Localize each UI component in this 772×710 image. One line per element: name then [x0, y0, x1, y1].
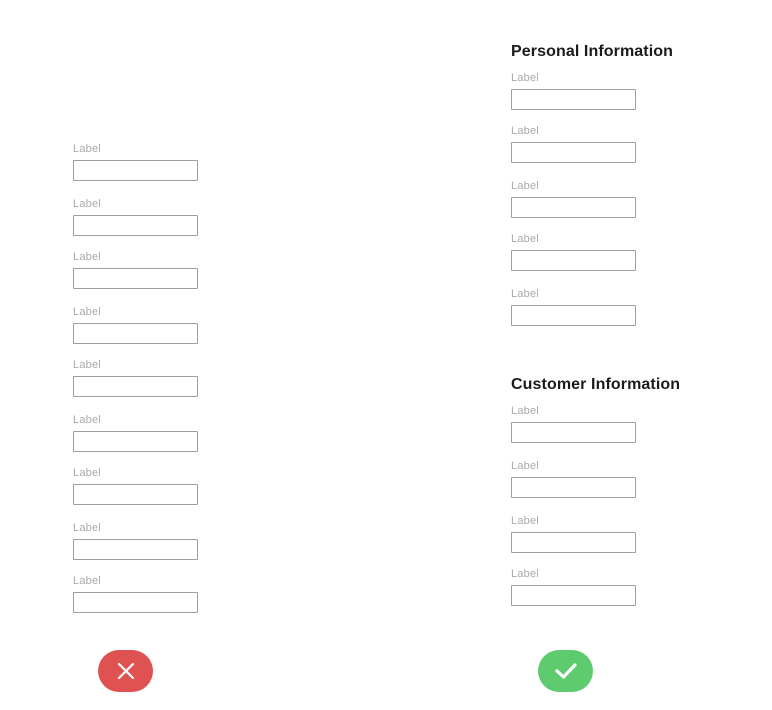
form-field: Label — [73, 575, 198, 630]
field-label: Label — [511, 405, 539, 417]
text-input[interactable] — [511, 142, 636, 163]
field-label: Label — [73, 143, 101, 155]
text-input[interactable] — [73, 160, 198, 181]
field-label: Label — [511, 233, 539, 245]
text-input[interactable] — [73, 376, 198, 397]
text-input[interactable] — [73, 539, 198, 560]
field-label: Label — [511, 460, 539, 472]
form-field: Label — [511, 180, 680, 233]
form-field: Label — [511, 288, 680, 341]
form-field: Label — [511, 125, 680, 180]
field-label: Label — [511, 568, 539, 580]
checkmark-icon — [554, 663, 577, 679]
grouped-form: Personal Information Label Label Label L… — [511, 42, 680, 623]
form-field: Label — [511, 515, 680, 568]
form-field: Label — [511, 460, 680, 515]
text-input[interactable] — [73, 268, 198, 289]
field-label: Label — [511, 180, 539, 192]
field-label: Label — [73, 575, 101, 587]
form-field: Label — [73, 143, 198, 198]
field-label: Label — [511, 515, 539, 527]
text-input[interactable] — [73, 592, 198, 613]
section-title: Customer Information — [511, 376, 681, 393]
section-spacer — [511, 341, 680, 375]
text-input[interactable] — [511, 250, 636, 271]
field-label: Label — [511, 125, 539, 137]
cross-icon — [117, 662, 134, 680]
field-label: Label — [73, 522, 101, 534]
correct-badge — [538, 650, 593, 692]
text-input[interactable] — [511, 585, 636, 606]
field-label: Label — [73, 306, 101, 318]
field-label: Label — [511, 288, 539, 300]
text-input[interactable] — [73, 431, 198, 452]
ungrouped-form: Label Label Label Label Label Label Labe… — [73, 143, 198, 630]
form-section-customer: Customer Information Label Label Label L… — [511, 375, 680, 623]
form-field: Label — [73, 198, 198, 251]
form-field: Label — [73, 467, 198, 522]
field-label: Label — [73, 467, 101, 479]
form-field: Label — [511, 405, 680, 460]
text-input[interactable] — [511, 305, 636, 326]
incorrect-badge — [98, 650, 153, 692]
text-input[interactable] — [73, 323, 198, 344]
field-label: Label — [73, 359, 101, 371]
field-label: Label — [73, 414, 101, 426]
text-input[interactable] — [73, 215, 198, 236]
form-field: Label — [511, 568, 680, 623]
form-field: Label — [511, 72, 680, 125]
text-input[interactable] — [511, 197, 636, 218]
form-field: Label — [511, 233, 680, 288]
field-label: Label — [73, 251, 101, 263]
form-field: Label — [73, 251, 198, 306]
text-input[interactable] — [511, 477, 636, 498]
text-input[interactable] — [73, 484, 198, 505]
field-label: Label — [511, 72, 539, 84]
form-field: Label — [73, 306, 198, 359]
form-field: Label — [73, 359, 198, 414]
form-section-personal: Personal Information Label Label Label L… — [511, 42, 680, 341]
field-label: Label — [73, 198, 101, 210]
section-title: Personal Information — [511, 43, 674, 60]
text-input[interactable] — [511, 532, 636, 553]
form-field: Label — [73, 522, 198, 575]
form-field: Label — [73, 414, 198, 467]
text-input[interactable] — [511, 422, 636, 443]
text-input[interactable] — [511, 89, 636, 110]
